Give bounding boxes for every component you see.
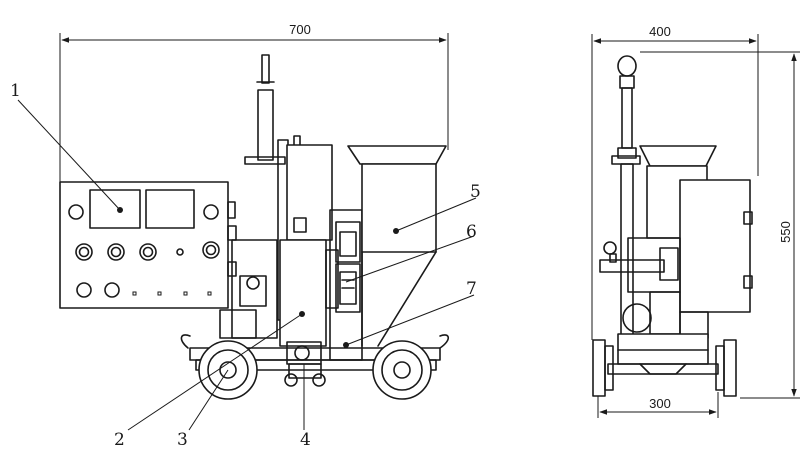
side-base-frame xyxy=(607,333,719,375)
dimension-front-width: 700 xyxy=(59,22,449,190)
side-hopper xyxy=(639,145,753,313)
callout-5: 5 xyxy=(470,182,481,202)
dimension-side-width: 400 xyxy=(591,24,759,340)
frame-rail xyxy=(180,334,450,371)
side-wheel-right xyxy=(715,339,737,397)
dimension-side-height: 550 xyxy=(640,51,800,399)
callout-7: 7 xyxy=(466,279,477,299)
callout-1: 1 xyxy=(10,81,21,101)
chassis xyxy=(219,239,278,339)
dimension-label-700: 700 xyxy=(289,22,311,37)
callout-3: 3 xyxy=(177,430,188,450)
side-wheel-left xyxy=(592,339,614,397)
dimension-label-300: 300 xyxy=(649,396,671,411)
hopper xyxy=(347,145,447,347)
callout-6: 6 xyxy=(466,222,477,242)
dimension-label-400: 400 xyxy=(649,24,671,39)
control-box xyxy=(59,181,237,309)
pump-assembly xyxy=(279,144,339,365)
side-view: 400 550 300 xyxy=(591,24,800,418)
front-view: 700 xyxy=(10,22,481,450)
caster xyxy=(284,363,326,387)
leader-lines xyxy=(17,99,477,431)
callout-2: 2 xyxy=(114,430,125,450)
callout-4: 4 xyxy=(300,430,311,450)
dimension-label-550: 550 xyxy=(778,221,793,243)
dimension-side-base: 300 xyxy=(597,392,719,418)
gear-column xyxy=(329,209,363,361)
front-wheel-right xyxy=(372,340,432,400)
